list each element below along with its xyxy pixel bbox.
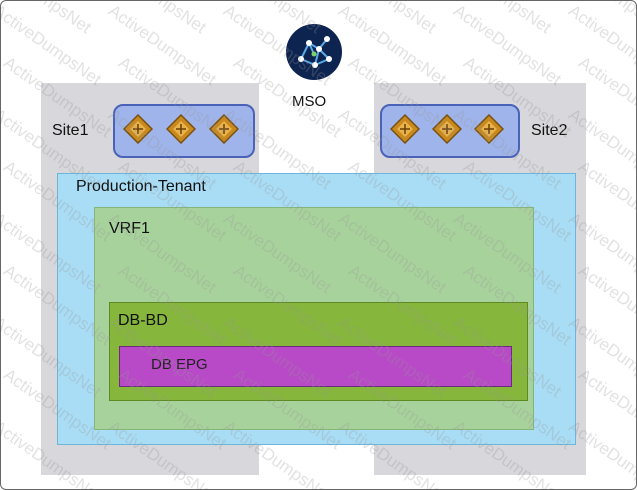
site1-switch-group xyxy=(113,104,255,158)
watermark-text: ActiveDumpsNet xyxy=(95,1,210,38)
switch-node-icon xyxy=(165,113,197,145)
epg-box xyxy=(119,346,512,387)
site2-label: Site2 xyxy=(531,122,568,139)
tenant-label: Production-Tenant xyxy=(76,178,206,195)
site1-label: Site1 xyxy=(52,122,89,139)
mso-label: MSO xyxy=(292,93,327,110)
watermark-text: ActiveDumpsNet xyxy=(555,1,636,38)
watermark-text: ActiveDumpsNet xyxy=(440,1,555,38)
watermark-text: ActiveDumpsNet xyxy=(1,1,105,90)
epg-label: DB EPG xyxy=(151,356,208,373)
site2-switch-group xyxy=(380,104,520,158)
watermark-text: ActiveDumpsNet xyxy=(565,1,637,90)
switch-node-icon xyxy=(122,113,154,145)
mso-network-icon xyxy=(285,23,343,81)
switch-node-icon xyxy=(389,113,421,145)
watermark-text: ActiveDumpsNet xyxy=(1,1,95,38)
bridge-domain-label: DB-BD xyxy=(118,312,168,329)
watermark-text: ActiveDumpsNet xyxy=(335,1,450,90)
switch-node-icon xyxy=(208,113,240,145)
vrf-label: VRF1 xyxy=(109,220,150,237)
switch-node-icon xyxy=(431,113,463,145)
watermark-text: ActiveDumpsNet xyxy=(450,1,565,90)
switch-node-icon xyxy=(473,113,505,145)
watermark-text: ActiveDumpsNet xyxy=(105,1,220,90)
